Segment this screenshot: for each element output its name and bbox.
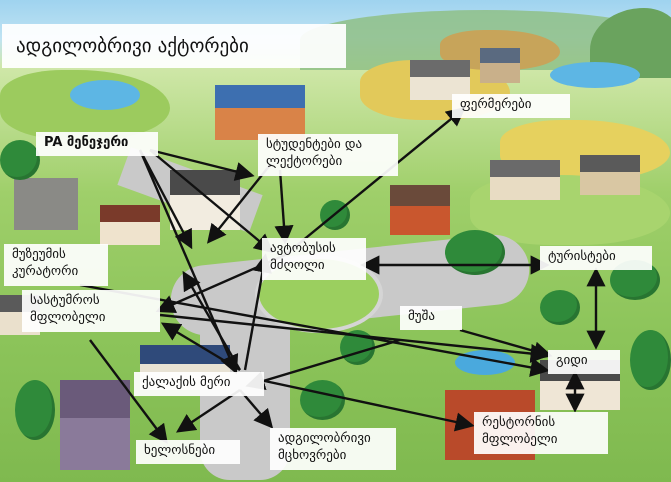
label-museum-curator-line1: მუზეუმის [12,247,66,262]
arrow [459,328,553,361]
label-restaurant-owner-line2: მფლობელი [482,432,558,447]
arrow [284,106,466,256]
house-town [170,170,240,230]
label-farmers: ფერმერები [452,94,570,118]
house-village-2 [580,155,640,195]
arrow [182,270,242,371]
label-artisans: ხელოსნები [136,440,240,464]
label-bus-driver-line1: ავტობუსის [270,241,336,256]
label-hotel-owner: სასტუმროს მფლობელი [22,290,160,332]
tree [630,330,671,390]
tree [0,140,40,180]
label-museum-curator-line2: კურატორი [12,264,79,279]
house-red-brick [390,185,450,235]
arrow [245,338,401,391]
arrow [259,378,475,432]
house-farm-2 [480,48,520,83]
church [60,380,130,470]
label-worker: მუშა [400,306,462,330]
tree [540,290,580,325]
label-museum-curator: მუზეუმის კურატორი [4,244,108,286]
label-restaurant-owner: რესტორნის მფლობელი [474,412,608,454]
label-bus-driver-line2: მძღოლი [270,258,325,273]
label-guide: გიდი [548,350,620,374]
label-local-residents-line2: მცხოვრები [278,448,347,463]
label-hotel-owner-line2: მფლობელი [30,310,106,325]
arrow [274,169,294,245]
label-local-residents-line1: ადგილობრივი [278,431,371,446]
arrow [149,148,255,181]
arrow [160,322,241,372]
house-village [490,160,560,200]
house-town-2 [100,205,160,245]
arrow [149,149,274,254]
label-hotel-owner-line1: სასტუმროს [30,293,100,308]
arrow [207,164,271,244]
label-students-lecturers: სტუდენტები და ლექტორები [258,134,398,176]
page-title: ადგილობრივი აქტორები [2,24,346,68]
label-local-residents: ადგილობრივი მცხოვრები [270,428,396,470]
castle [14,178,78,230]
tree [15,380,55,440]
arrow [89,339,168,444]
label-students-lecturers-line1: სტუდენტები და [266,137,363,152]
label-students-lecturers-line2: ლექტორები [266,154,343,169]
arrow [176,389,241,433]
arrow [138,149,193,250]
label-tourists: ტურისტები [540,246,652,270]
label-bus-driver: ავტობუსის მძღოლი [262,238,366,280]
tree [300,380,345,420]
lake [550,62,640,88]
river [70,80,140,110]
label-mayor: ქალაქის მერი [134,372,264,396]
label-restaurant-owner-line1: რესტორნის [482,415,556,430]
label-pa-manager: PA მენეჯერი [36,132,158,156]
arrow [243,253,272,371]
